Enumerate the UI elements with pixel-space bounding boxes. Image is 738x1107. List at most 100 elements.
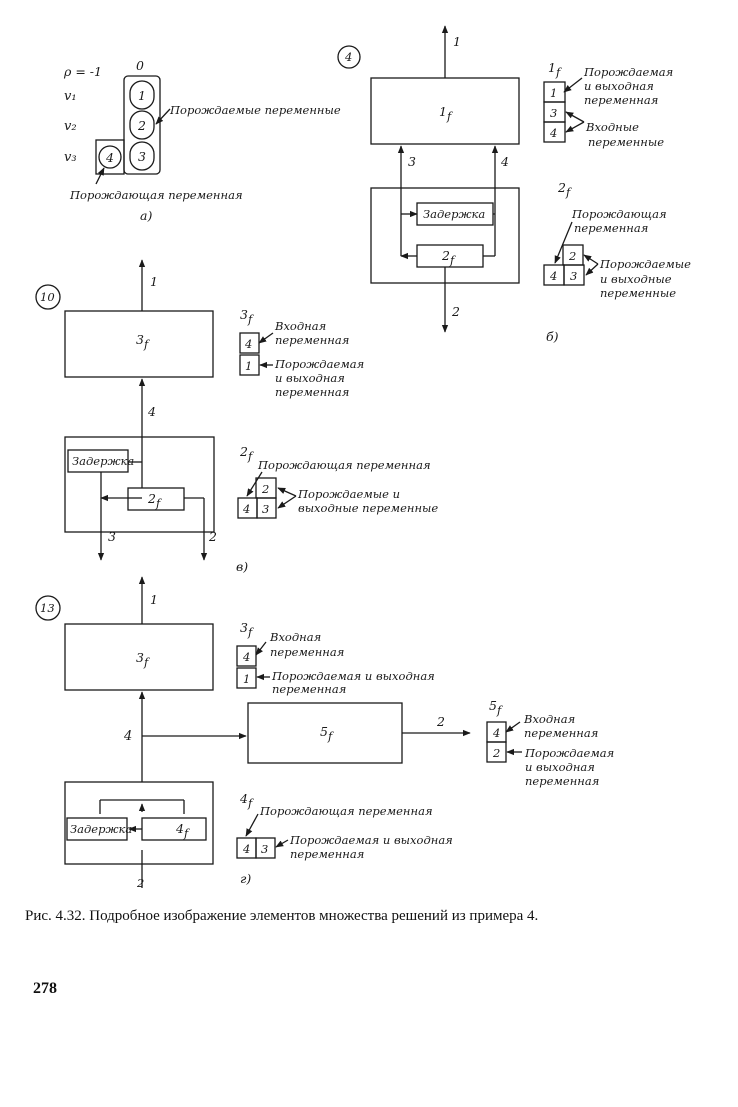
legend-c1-l2-line1: Порождаемая — [274, 357, 364, 371]
block-3f-d-label: 3f — [136, 650, 150, 669]
legend-b1-l2-line2: переменные — [588, 135, 664, 149]
legend-c2-cell-right: 3 — [262, 502, 269, 516]
legend-c2-l2-line1: Порождаемые и — [297, 487, 400, 501]
legend-d5-title: 5f — [489, 698, 503, 717]
legend-b1-cell-3: 4 — [549, 126, 557, 140]
generated-pill-3 — [129, 141, 155, 171]
arrow-3-b: 3 — [408, 154, 416, 169]
panel-a — [95, 75, 171, 185]
row-v1: v₁ — [64, 89, 77, 104]
generating-label: Порождающая переменная — [69, 188, 243, 202]
cell-2: 2 — [137, 118, 146, 133]
block-3f-d — [64, 623, 214, 691]
generating-circle — [98, 145, 122, 169]
block-1f-label: 1f — [439, 104, 453, 123]
block-2f-c-label: 2f — [147, 491, 162, 510]
rho-label: ρ = -1 — [63, 64, 102, 79]
panel-c-text: 10 1 3f 4 Задержка 2f 3 2 в) 3f 4 1 Вход… — [40, 274, 438, 574]
legend-c2-l2-line2: выходные переменные — [298, 501, 438, 515]
legend-b1-cell-1: 1 — [550, 86, 557, 100]
panel-b-text: 4 1 1f 3 4 Задержка 2f 2 б) 1f 1 3 4 Пор… — [344, 34, 691, 344]
generated-pill-2 — [129, 110, 155, 140]
arrow-2-b: 2 — [451, 304, 460, 319]
delay-box-d — [66, 817, 128, 841]
arrow-2-d-bottom: 2 — [136, 876, 144, 890]
row-v3: v₃ — [64, 150, 77, 165]
delay-box-c — [67, 449, 129, 473]
arrow-2-c: 2 — [208, 529, 217, 544]
legend-b1-l1-line2: и выходная — [584, 79, 654, 93]
legend-c2-cell-left: 4 — [242, 502, 250, 516]
legend-d5-l1-line2: переменная — [524, 726, 598, 740]
generated-pill-1 — [129, 80, 155, 110]
arrow-2-d-right: 2 — [436, 714, 445, 729]
legend-b1-l2-line1: Входные — [585, 120, 639, 134]
legend-d1-l2-line1: Порождаемая и выходная — [271, 669, 435, 683]
module-d — [64, 781, 214, 865]
panel-d-letter: г) — [240, 871, 251, 886]
arrow-1-b: 1 — [453, 34, 461, 49]
legend-b1-title: 1f — [548, 60, 562, 79]
legend-d1-l2-line2: переменная — [272, 682, 346, 696]
figure-caption: Рис. 4.32. Подробное изображение элемент… — [25, 908, 539, 924]
page-number: 278 — [33, 980, 57, 997]
legend-d2-l2-line2: переменная — [290, 847, 364, 861]
legend-b2-cell-left: 4 — [549, 269, 557, 283]
panel-d-text: 13 1 3f 4 5f 2 Задержка 4f 2 г) 3f 4 1 В… — [40, 592, 614, 890]
legend-d5-l2-line2: и выходная — [525, 760, 595, 774]
row-v2: v₂ — [64, 119, 77, 134]
block-3f-c — [64, 310, 214, 378]
legend-c1-l2-line2: и выходная — [275, 371, 345, 385]
panel-b-number: 4 — [344, 50, 352, 64]
legend-c1-cell-1: 4 — [244, 337, 252, 351]
panel-c-letter: в) — [236, 559, 248, 574]
delay-label-c: Задержка — [72, 454, 134, 468]
legend-d5-l2-line3: переменная — [525, 774, 599, 788]
legend-d2-l1: Порождающая переменная — [259, 804, 433, 818]
block-2f-label: 2f — [441, 248, 456, 267]
legend-c1-l1-line1: Входная — [274, 319, 326, 333]
legend-d5-l1-line1: Входная — [523, 712, 575, 726]
generated-label: Порождаемые переменные — [169, 103, 341, 117]
arrow-3-c: 3 — [108, 529, 116, 544]
block-4f — [141, 817, 207, 841]
panel-c-number: 10 — [40, 290, 55, 304]
panel-b — [337, 25, 599, 333]
legend-c2-l1: Порождающая переменная — [257, 458, 431, 472]
arrow-4-c: 4 — [147, 404, 156, 419]
arrow-1-d: 1 — [150, 592, 158, 607]
legend-c2-cell-top: 2 — [261, 482, 269, 496]
legend-d5-cell-2: 2 — [492, 746, 500, 760]
cell-1: 1 — [138, 88, 146, 103]
legend-d1-title: 3f — [240, 620, 254, 639]
legend-d2-cell-2: 3 — [261, 842, 268, 856]
panel-d-circle — [35, 595, 61, 621]
legend-d1-l1-line1: Входная — [269, 630, 321, 644]
legend-d1-l1-line2: переменная — [270, 645, 344, 659]
legend-b2-l1-line2: переменная — [574, 221, 648, 235]
legend-b1-l1-line1: Порождаемая — [583, 65, 673, 79]
block-2f-c — [127, 487, 185, 511]
legend-d2-l2-line1: Порождаемая и выходная — [289, 833, 453, 847]
legend-b2-l1-line1: Порождающая — [571, 207, 667, 221]
panel-b-circle — [337, 45, 361, 69]
panel-a-letter: а) — [140, 208, 152, 223]
arrow-1-c: 1 — [150, 274, 158, 289]
panel-d-number: 13 — [40, 601, 55, 615]
module-c — [64, 436, 215, 533]
legend-b2-l2-line2: и выходные — [600, 272, 672, 286]
legend-c2-title: 2f — [239, 444, 254, 463]
arrow-4-d: 4 — [123, 729, 132, 744]
block-3f-c-label: 3f — [136, 332, 150, 351]
legend-d1-cell-2: 1 — [243, 672, 250, 686]
block-5f-label: 5f — [320, 724, 334, 743]
delay-label-b: Задержка — [423, 207, 485, 221]
panel-d — [35, 576, 522, 888]
legend-b1-l1-line3: переменная — [584, 93, 658, 107]
legend-b2-cell-top: 2 — [568, 249, 576, 263]
legend-b2-title: 2f — [557, 180, 572, 199]
panel-b-letter: б) — [546, 329, 559, 344]
legend-d1-cell-1: 4 — [242, 650, 250, 664]
generating-cell — [95, 139, 125, 175]
